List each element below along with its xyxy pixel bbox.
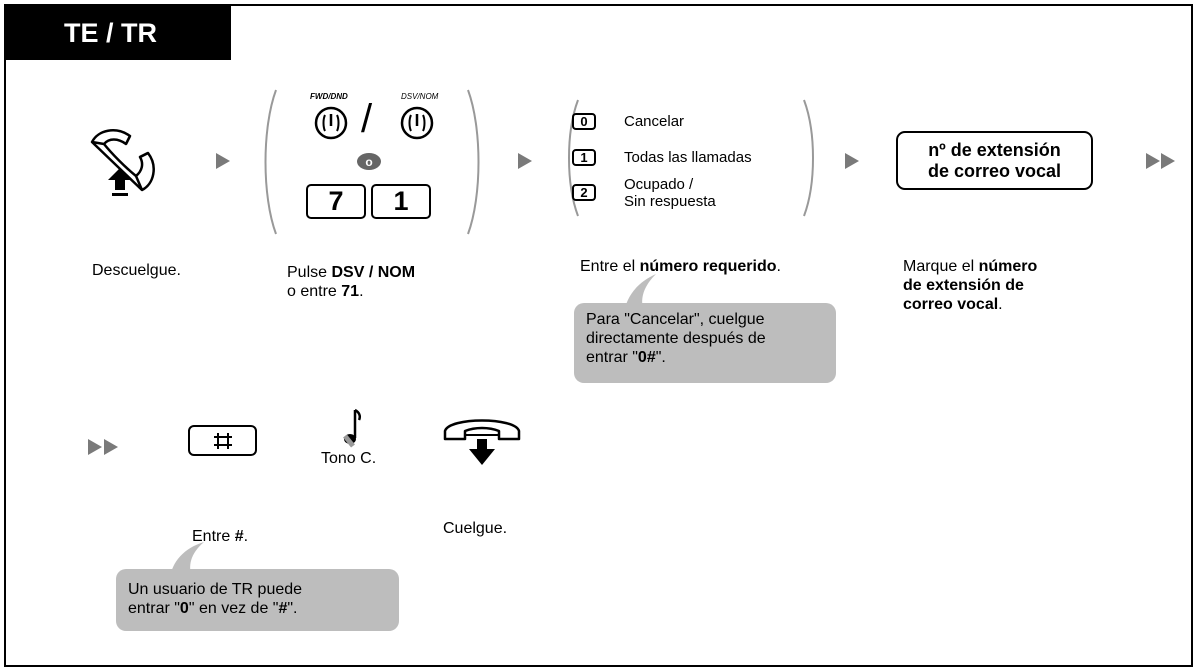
dial-key-1[interactable]: 1 xyxy=(371,184,431,219)
option-key-1[interactable]: 1 xyxy=(572,149,596,166)
tip-bubble-cancel: Para "Cancelar", cuelgue directamente de… xyxy=(574,303,836,383)
step5-caption: Entre #. xyxy=(192,528,249,545)
step2-caption: Pulse DSV / NOM o entre 71. xyxy=(287,264,416,300)
option-key-2[interactable]: 2 xyxy=(572,184,596,201)
step-arrow-icon xyxy=(845,153,859,169)
section-tab-label: TE / TR xyxy=(64,17,157,48)
option-label-todas: Todas las llamadas xyxy=(624,149,752,166)
fwd-dnd-label: FWD/DND xyxy=(310,92,348,101)
music-note-icon xyxy=(343,408,362,448)
option-key-0[interactable]: 0 xyxy=(572,113,596,130)
tone-c-label: Tono C. xyxy=(321,450,377,467)
right-paren xyxy=(467,89,480,235)
left-paren xyxy=(568,99,579,217)
continue-arrow-icon xyxy=(1146,153,1175,169)
right-paren xyxy=(803,99,814,217)
dsv-nom-key-icon[interactable] xyxy=(399,105,435,141)
option-label-cancelar: Cancelar xyxy=(624,113,685,130)
fwd-dnd-key-icon[interactable] xyxy=(313,105,349,141)
procedure-frame: TE / TR Descuelgue. FWD/DND / DSV/NOM o … xyxy=(4,4,1193,667)
section-tab: TE / TR xyxy=(6,6,231,60)
left-paren xyxy=(264,89,277,235)
step-arrow-icon xyxy=(518,153,532,169)
option-label-ocupado: Ocupado / Sin respuesta xyxy=(624,176,716,210)
on-hook-handset-icon xyxy=(443,419,521,465)
hash-key[interactable] xyxy=(188,425,257,456)
continue-arrow-icon xyxy=(88,439,118,455)
key-separator-slash: / xyxy=(361,97,373,141)
dsv-nom-label: DSV/NOM xyxy=(401,92,439,101)
step3-caption: Entre el número requerido. xyxy=(580,258,781,275)
step-arrow-icon xyxy=(216,153,230,169)
tip-bubble-tr: Un usuario de TR puede entrar "0" en vez… xyxy=(116,569,399,631)
hash-icon xyxy=(213,432,232,449)
step1-caption: Descuelgue. xyxy=(92,262,181,279)
step7-caption: Cuelgue. xyxy=(443,520,508,537)
step4-caption: Marque el número de extensión de correo … xyxy=(903,258,1038,313)
or-indicator: o xyxy=(357,153,381,170)
voicemail-extension-box: nº de extensión de correo vocal xyxy=(896,131,1093,190)
off-hook-handset-icon xyxy=(90,129,155,196)
dial-key-7[interactable]: 7 xyxy=(306,184,366,219)
